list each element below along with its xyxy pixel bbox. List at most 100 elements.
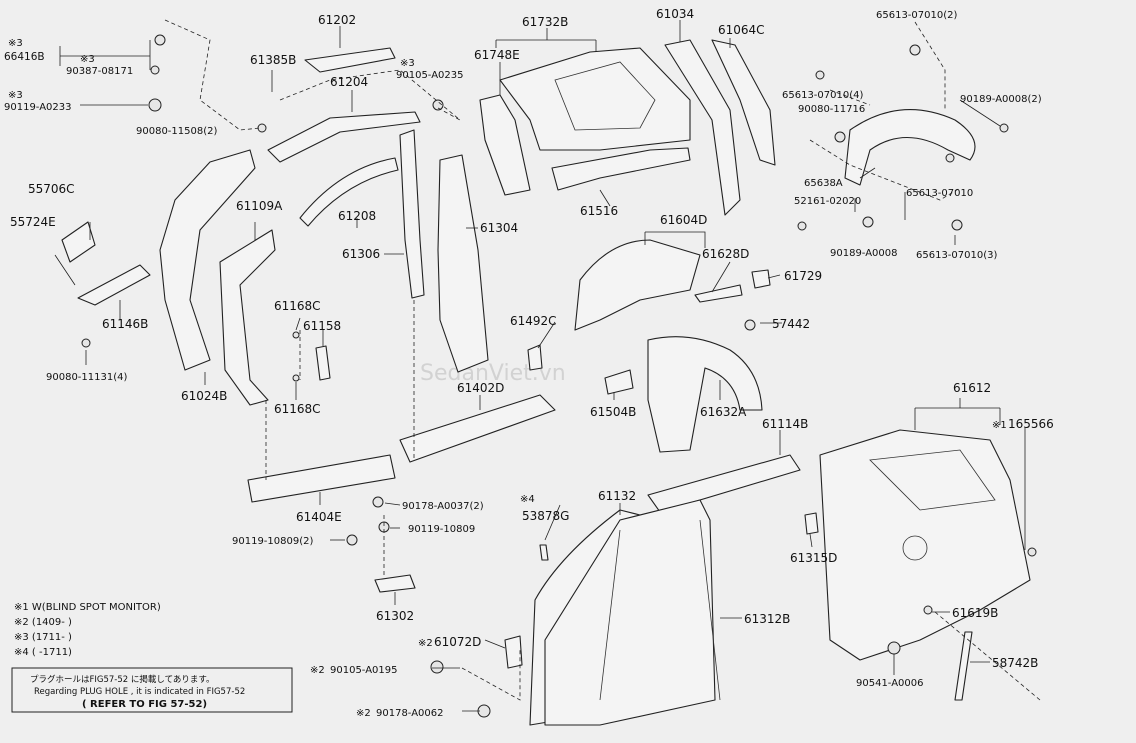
label-61024B: 61024B — [181, 389, 227, 403]
label-90189-A0008: 90189-A0008 — [830, 248, 898, 259]
label-90189-A0008-2: 90189-A0008(2) — [960, 94, 1042, 105]
part-61632A — [647, 336, 763, 453]
mark-x4: ※4 — [520, 494, 535, 505]
label-61385B: 61385B — [250, 53, 296, 67]
label-61604D: 61604D — [660, 213, 707, 227]
label-90178-A0037: 90178-A0037(2) — [402, 501, 484, 512]
label-61492C: 61492C — [510, 314, 557, 328]
part-61732B — [499, 47, 691, 151]
mark-x1: ※1 — [992, 420, 1007, 431]
mark-x3: ※3 — [8, 90, 23, 101]
label-90178-A0062: 90178-A0062 — [376, 708, 444, 719]
label-65638A: 65638A — [804, 178, 843, 189]
part-61604D — [574, 239, 701, 331]
part-61208 — [299, 157, 399, 227]
part-61492C — [527, 344, 543, 371]
label-61204: 61204 — [330, 75, 368, 89]
label-61109A: 61109A — [236, 199, 283, 213]
label-61404E: 61404E — [296, 510, 342, 524]
label-61208: 61208 — [338, 209, 376, 223]
label-90080-11131: 90080-11131(4) — [46, 372, 127, 383]
part-61109A — [219, 229, 276, 406]
label-53878G: 53878G — [522, 509, 569, 523]
label-65613-07010: 65613-07010 — [906, 188, 973, 199]
label-61504B: 61504B — [590, 405, 636, 419]
notes: ※1 W(BLIND SPOT MONITOR) ※2 (1409- ) ※3 … — [11, 602, 293, 713]
label-55724E: 55724E — [10, 215, 56, 229]
part-61064C — [711, 39, 776, 166]
note-1: ※1 W(BLIND SPOT MONITOR) — [14, 602, 161, 613]
part-65638A — [844, 109, 976, 186]
label-58742B: 58742B — [992, 656, 1038, 670]
label-61064C: 61064C — [718, 23, 765, 37]
label-90080-11508: 90080-11508(2) — [136, 126, 217, 137]
label-61302: 61302 — [376, 609, 414, 623]
part-53878G — [539, 544, 549, 561]
part-61114B — [647, 454, 801, 513]
part-61729 — [751, 269, 771, 289]
plug-hole-note-box — [11, 667, 293, 713]
part-58742B — [954, 631, 973, 701]
label-55706C: 55706C — [28, 182, 75, 196]
label-61628D: 61628D — [702, 247, 749, 261]
label-61312B: 61312B — [744, 612, 790, 626]
label-90119-10809-2: 90119-10809(2) — [232, 536, 313, 547]
label-65613-07010-3: 65613-07010(3) — [916, 250, 997, 261]
label-61619B: 61619B — [952, 606, 998, 620]
label-90387-08171: 90387-08171 — [66, 66, 133, 77]
part-61158 — [315, 345, 331, 381]
label-90080-11716: 90080-11716 — [798, 104, 865, 115]
part-61204 — [267, 111, 421, 163]
part-61404E — [247, 454, 396, 503]
part-61402D — [399, 394, 556, 463]
label-61114B: 61114B — [762, 417, 808, 431]
part-61628D — [694, 284, 743, 303]
mark-x2: ※2 — [356, 708, 371, 719]
label-61516: 61516 — [580, 204, 618, 218]
part-61034 — [664, 39, 741, 216]
label-61072D: 61072D — [434, 635, 481, 649]
part-61516 — [551, 147, 691, 191]
label-61034: 61034 — [656, 7, 694, 21]
part-61304 — [437, 154, 489, 373]
label-61315D: 61315D — [790, 551, 837, 565]
part-61312B — [544, 499, 716, 726]
label-65613-07010-2: 65613-07010(2) — [876, 10, 957, 21]
label-57442: 57442 — [772, 317, 810, 331]
part-61315D — [804, 512, 819, 535]
part-labels: ※3 66416B ※3 90387-08171 ※3 90119-A0233 … — [4, 7, 1054, 719]
part-55706C — [61, 221, 96, 263]
plug-hole-note-jp: プラグホールはFIG57-52 に掲載してあります。 — [30, 674, 215, 685]
label-90119-10809: 90119-10809 — [408, 524, 475, 535]
label-61146B: 61146B — [102, 317, 148, 331]
note-3: ※3 (1711- ) — [14, 632, 72, 643]
part-61612 — [819, 429, 1031, 661]
mark-x3: ※3 — [400, 58, 415, 69]
label-165566: 165566 — [1008, 417, 1054, 431]
note-4: ※4 ( -1711) — [14, 647, 72, 658]
label-61168C: 61168C — [274, 299, 321, 313]
mark-x2: ※2 — [310, 665, 325, 676]
label-66416B: 66416B — [4, 51, 45, 63]
label-61748E: 61748E — [474, 48, 520, 62]
fasteners — [81, 34, 1037, 718]
label-61168C: 61168C — [274, 402, 321, 416]
label-61729: 61729 — [784, 269, 822, 283]
label-61732B: 61732B — [522, 15, 568, 29]
label-61158: 61158 — [303, 319, 341, 333]
label-65613-07010-4: 65613-07010(4) — [782, 90, 863, 101]
label-61632A: 61632A — [700, 405, 747, 419]
label-90105-A0195: 90105-A0195 — [330, 665, 398, 676]
plug-hole-note-ref: ( REFER TO FIG 57-52) — [82, 699, 207, 710]
part-61024B — [159, 149, 256, 371]
label-61304: 61304 — [480, 221, 518, 235]
part-61146B — [77, 264, 151, 306]
part-61302 — [374, 574, 416, 593]
part-61072D — [504, 635, 523, 669]
label-90105-A0235: 90105-A0235 — [396, 70, 464, 81]
leader-lines — [54, 19, 1041, 712]
plug-hole-note-en: Regarding PLUG HOLE , it is indicated in… — [34, 687, 245, 697]
part-drawings — [61, 39, 1031, 726]
part-61306 — [399, 129, 425, 299]
